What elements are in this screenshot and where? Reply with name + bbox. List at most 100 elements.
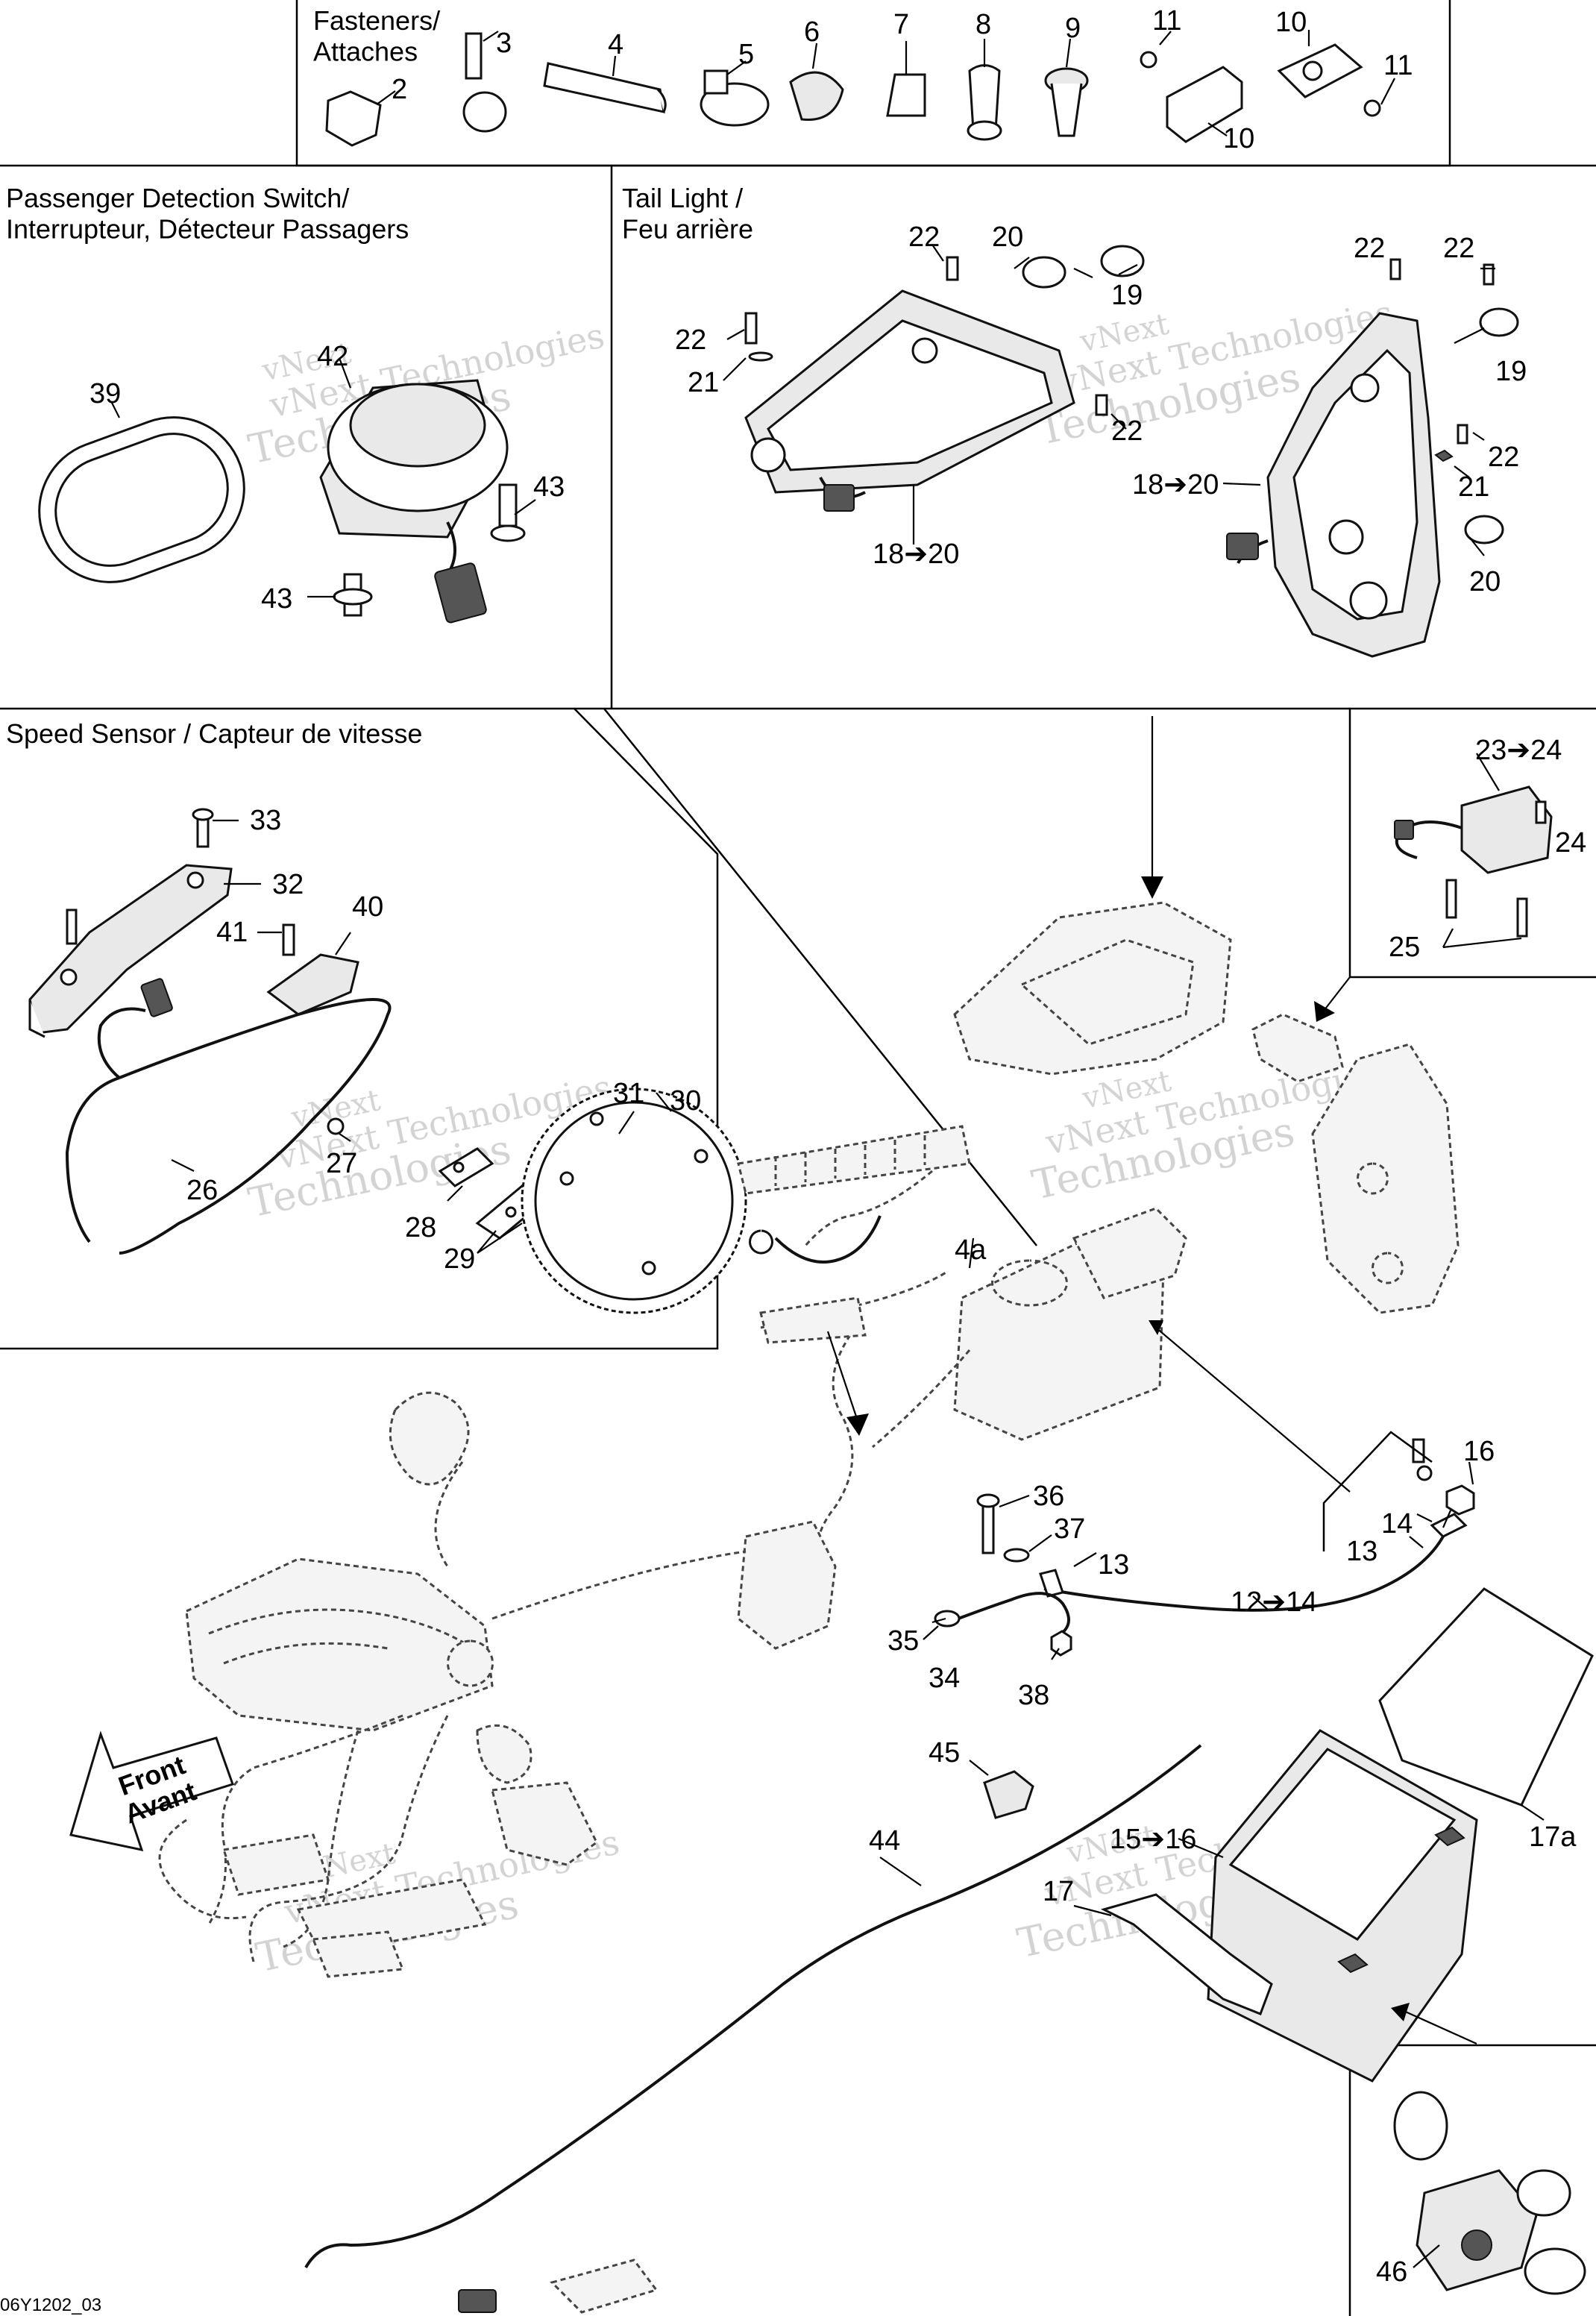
battery-part xyxy=(1178,1729,1478,2083)
tail-light-title: Tail Light /Feu arrière xyxy=(622,183,753,244)
callout-36: 36 xyxy=(1033,1481,1064,1512)
callout-33: 33 xyxy=(250,805,281,836)
callout-14: 14 xyxy=(1381,1508,1413,1540)
callout-numbers: 2 3 4 5 6 7 8 9 11 10 10 11 39 42 43 43 … xyxy=(89,5,1586,2288)
callout-31: 31 xyxy=(613,1078,644,1109)
ghosted-switch-panel xyxy=(759,1207,1187,1568)
stud-part xyxy=(307,573,373,617)
callout-30: 30 xyxy=(670,1085,701,1117)
callout-28: 28 xyxy=(405,1212,436,1243)
fasteners-parts xyxy=(325,30,1395,147)
screw-part xyxy=(723,244,1127,430)
arrow-head xyxy=(1391,2003,1410,2021)
callout-43: 43 xyxy=(533,471,565,503)
callout-7: 7 xyxy=(893,9,909,40)
tilt-sensor-parts xyxy=(1394,753,1553,949)
callout-19: 19 xyxy=(1111,280,1143,311)
callout-15-16: 15➔16 xyxy=(1110,1824,1196,1855)
arrow-head xyxy=(1149,1320,1163,1335)
ground-wire-part xyxy=(923,1592,1072,1660)
speed-sensor-frame xyxy=(0,708,719,1350)
screw-part xyxy=(257,923,295,956)
harness-extension-part xyxy=(304,1744,1202,2314)
stud-part xyxy=(490,483,536,542)
plate-nut-part xyxy=(1140,31,1243,143)
cable-clamp-part xyxy=(700,60,770,127)
screw-part xyxy=(1389,258,1495,478)
callout-35: 35 xyxy=(887,1625,919,1657)
arrow-line xyxy=(1401,2009,1477,2045)
fasteners-title: Fasteners/Attaches xyxy=(313,5,440,66)
callout-22: 22 xyxy=(1488,442,1519,473)
callout-22: 22 xyxy=(1443,233,1474,264)
seal-ring-part xyxy=(38,402,245,583)
callout-4a: 4a xyxy=(955,1234,987,1266)
callout-13: 13 xyxy=(1098,1549,1129,1581)
callout-41: 41 xyxy=(216,917,248,948)
battery-parts xyxy=(304,1587,1594,2314)
callout-43: 43 xyxy=(261,583,292,615)
tube-part xyxy=(543,55,667,113)
tail-light-left-part xyxy=(744,289,1075,545)
callout-2: 2 xyxy=(392,74,407,105)
trigger-wheel-part xyxy=(521,1088,747,1314)
fuse-holder-part xyxy=(969,1760,1034,1819)
callout-3: 3 xyxy=(496,28,512,59)
callout-9: 9 xyxy=(1065,13,1081,44)
arrow-line xyxy=(1155,1327,1351,1493)
callout-37: 37 xyxy=(1054,1513,1085,1545)
section-titles: Fasteners/Attaches Passenger Detection S… xyxy=(6,5,753,749)
callout-11: 11 xyxy=(1152,5,1181,37)
passenger-switch-part xyxy=(319,357,509,624)
callout-22: 22 xyxy=(675,324,706,356)
speed-sensor-title: Speed Sensor / Capteur de vitesse xyxy=(6,718,422,749)
callout-17a: 17a xyxy=(1529,1821,1577,1853)
callout-34: 34 xyxy=(929,1663,960,1694)
screw-part xyxy=(66,908,78,945)
drawing-code: 06Y1202_03 xyxy=(0,2295,101,2315)
bulb-part xyxy=(1014,245,1145,289)
cable-tie-part xyxy=(462,31,507,133)
callout-17: 17 xyxy=(1043,1876,1074,1907)
callout-10: 10 xyxy=(1275,7,1307,38)
callout-46: 46 xyxy=(1376,2256,1407,2288)
bolt-part xyxy=(976,1493,1030,1554)
callout-24: 24 xyxy=(1555,827,1586,859)
callout-bracket xyxy=(1322,1431,1433,1551)
callout-21: 21 xyxy=(688,367,719,398)
passenger-switch-title: Passenger Detection Switch/Interrupteur,… xyxy=(6,183,409,244)
callout-8: 8 xyxy=(975,9,991,40)
callout-39: 39 xyxy=(89,378,121,409)
ghosted-ecm-module xyxy=(737,1125,975,1269)
callout-19: 19 xyxy=(1495,356,1527,387)
speed-sensor-part xyxy=(65,978,392,1255)
nut-part xyxy=(1412,1438,1475,1528)
callout-22: 22 xyxy=(1354,233,1385,264)
callout-25: 25 xyxy=(1389,932,1420,963)
callout-4: 4 xyxy=(608,29,623,60)
arrow-head xyxy=(1314,1001,1335,1022)
arrow-head xyxy=(1141,876,1163,899)
rivet-part xyxy=(1044,38,1089,137)
ghosted-front-harness xyxy=(158,1391,837,1978)
battery-cover-part xyxy=(1378,1587,1594,1821)
callout-11: 11 xyxy=(1383,50,1413,81)
tilt-sensor-part xyxy=(1394,753,1553,874)
tail-light-parts xyxy=(723,244,1519,658)
ghosted-tail-light-assembly xyxy=(953,901,1460,1314)
push-clip-part xyxy=(967,39,1002,141)
screw-part xyxy=(192,808,239,848)
callout-27: 27 xyxy=(326,1148,357,1179)
sensor-bracket-part xyxy=(28,864,261,1038)
callout-42: 42 xyxy=(317,341,348,372)
washer-part xyxy=(1003,1534,1052,1563)
arrow-line xyxy=(826,1331,859,1422)
callout-20: 20 xyxy=(1469,566,1501,597)
sensor-box-frame xyxy=(1348,707,1596,979)
sensor-screw-part xyxy=(327,1117,351,1142)
callout-6: 6 xyxy=(804,16,820,48)
assembly-arrows xyxy=(826,716,1477,2045)
callout-45: 45 xyxy=(929,1737,960,1769)
callout-23-24: 23➔24 xyxy=(1475,735,1562,766)
